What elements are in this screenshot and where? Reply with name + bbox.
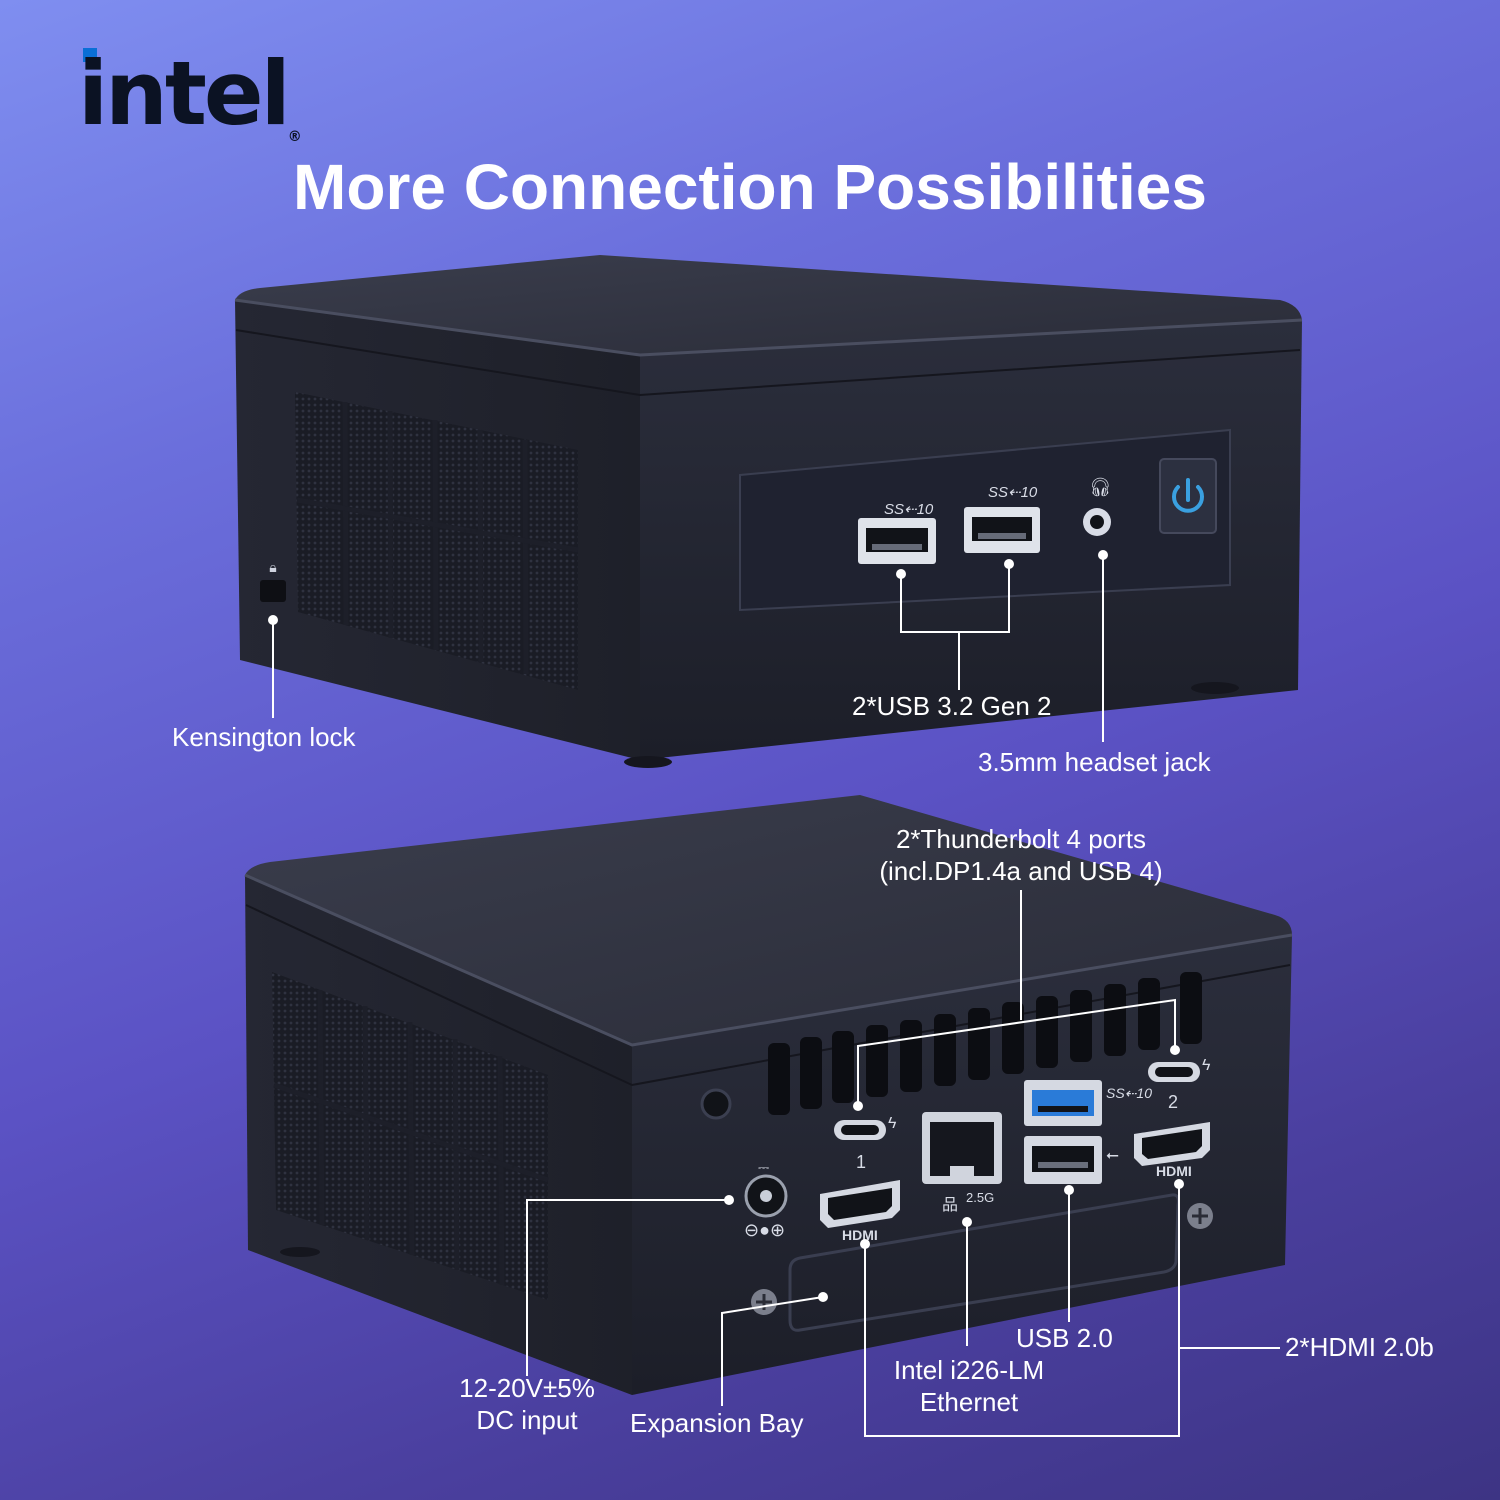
tb-port-number-2: 2 (1168, 1092, 1178, 1112)
label-hdmi: 2*HDMI 2.0b (1285, 1332, 1434, 1362)
hdmi-port-2 (1134, 1122, 1210, 1166)
lan-speed-mark: 2.5G (966, 1190, 994, 1205)
bottom-device-lid (245, 795, 1292, 1045)
ss10-mark-1: SS⇠10 (884, 501, 934, 518)
intel-logo: intel® (78, 42, 302, 145)
label-ethernet-line1: Intel i226-LM (893, 1355, 1045, 1385)
thunderbolt-port-1 (834, 1120, 886, 1140)
label-ethernet: Intel i226-LM Ethernet (885, 1354, 1053, 1418)
top-device-lid (235, 255, 1302, 355)
hdmi-mark-1: HDMI (842, 1227, 878, 1243)
dc-input-jack (744, 1174, 788, 1218)
label-usb-rear: USB 2.0 (1016, 1323, 1113, 1353)
dc-polarity-icon: ⊖●⊕ (744, 1220, 785, 1240)
callout-dots (268, 550, 1184, 1302)
ss10-mark-2: SS⇠10 (988, 484, 1038, 501)
label-thunderbolt-line2: (incl.DP1.4a and USB 4) (879, 856, 1163, 886)
usb3-rear-port (1024, 1080, 1102, 1126)
label-dc-input: 12-20V±5% DC input (450, 1372, 604, 1436)
kensington-slot (260, 580, 286, 602)
screw-icon-left (751, 1289, 777, 1315)
usb2-rear-port (1024, 1136, 1102, 1184)
bottom-device: ⊖●⊕ ⎓ ϟ 1 ϟ 2 品 2.5G SS⇠10 (244, 795, 1293, 1395)
top-device: 🔒︎ SS⇠10 SS⇠10 🎧︎ (234, 255, 1303, 768)
thunderbolt-icon-1: ϟ (888, 1115, 897, 1132)
usb-port-front-1 (858, 518, 936, 564)
usb-port-front-2 (964, 507, 1040, 553)
lock-icon: 🔒︎ (269, 559, 276, 575)
headset-icon: 🎧︎ (1089, 477, 1112, 497)
label-headset-jack: 3.5mm headset jack (978, 747, 1211, 777)
usb-icon: ⭠ (1106, 1147, 1119, 1164)
label-thunderbolt-line1: 2*Thunderbolt 4 ports (895, 824, 1147, 854)
lan-icon: 品 (942, 1197, 958, 1214)
hdmi-port-1 (820, 1180, 900, 1228)
ethernet-port (922, 1112, 1002, 1184)
ss10-mark-rear: SS⇠10 (1106, 1085, 1152, 1101)
thunderbolt-icon-2: ϟ (1202, 1057, 1211, 1074)
label-usb-front: 2*USB 3.2 Gen 2 (852, 691, 1052, 721)
label-dc-line2: DC input (476, 1405, 578, 1435)
label-dc-line1: 12-20V±5% (459, 1373, 595, 1403)
label-expansion-bay: Expansion Bay (630, 1408, 804, 1438)
intel-logo-dot (83, 48, 97, 62)
hdmi-mark-2: HDMI (1156, 1163, 1192, 1179)
label-thunderbolt: 2*Thunderbolt 4 ports (incl.DP1.4a and U… (870, 823, 1172, 887)
page-title: More Connection Possibilities (293, 151, 1207, 223)
dc-symbol-icon: ⎓ (758, 1159, 769, 1175)
screw-icon-right (1187, 1203, 1213, 1229)
tb-port-number-1: 1 (856, 1152, 866, 1172)
callout-lines (272, 555, 1280, 1437)
label-kensington-lock: Kensington lock (172, 722, 356, 752)
thunderbolt-port-2 (1148, 1062, 1200, 1082)
rear-lock-hole (700, 1088, 732, 1120)
label-ethernet-line2: Ethernet (919, 1387, 1019, 1417)
power-icon (1172, 478, 1204, 513)
